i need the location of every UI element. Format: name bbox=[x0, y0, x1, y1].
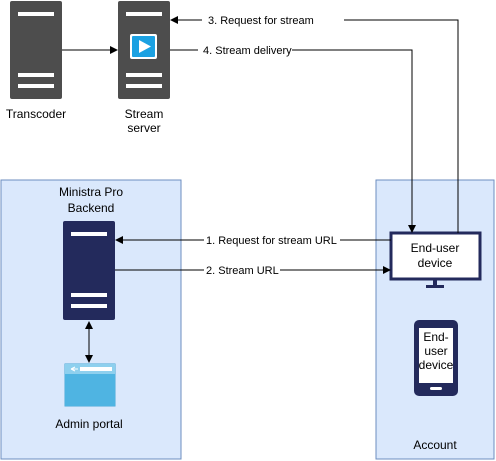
smartphone-icon bbox=[414, 320, 458, 396]
account-group bbox=[375, 179, 495, 460]
admin-portal-label: Admin portal bbox=[55, 417, 122, 431]
phone-label-line1: End- bbox=[423, 330, 448, 344]
monitor-icon bbox=[389, 231, 482, 288]
edge-label-stream-url: 2. Stream URL bbox=[206, 265, 279, 277]
stream-server-label-line1: Stream bbox=[125, 107, 164, 121]
monitor-label-line2: device bbox=[418, 256, 453, 270]
phone-label-line3: device bbox=[419, 358, 454, 372]
backend-group-title-line2: Backend bbox=[68, 201, 115, 215]
monitor-label-line1: End-user bbox=[411, 241, 460, 255]
transcoder-server-icon bbox=[10, 1, 62, 99]
backend-server-icon bbox=[63, 221, 115, 320]
edge-label-request-for-stream: 3. Request for stream bbox=[208, 15, 314, 27]
account-group-title: Account bbox=[413, 438, 457, 452]
stream-server-label-line2: server bbox=[127, 121, 160, 135]
play-icon bbox=[130, 34, 157, 59]
backend-group-title-line1: Ministra Pro bbox=[59, 185, 123, 199]
transcoder-label: Transcoder bbox=[6, 107, 66, 121]
admin-portal-browser-icon bbox=[64, 363, 116, 407]
phone-label-line2: user bbox=[424, 344, 447, 358]
edge-label-stream-delivery: 4. Stream delivery bbox=[203, 45, 292, 57]
edge-label-request-for-stream-url: 1. Request for stream URL bbox=[206, 235, 337, 247]
